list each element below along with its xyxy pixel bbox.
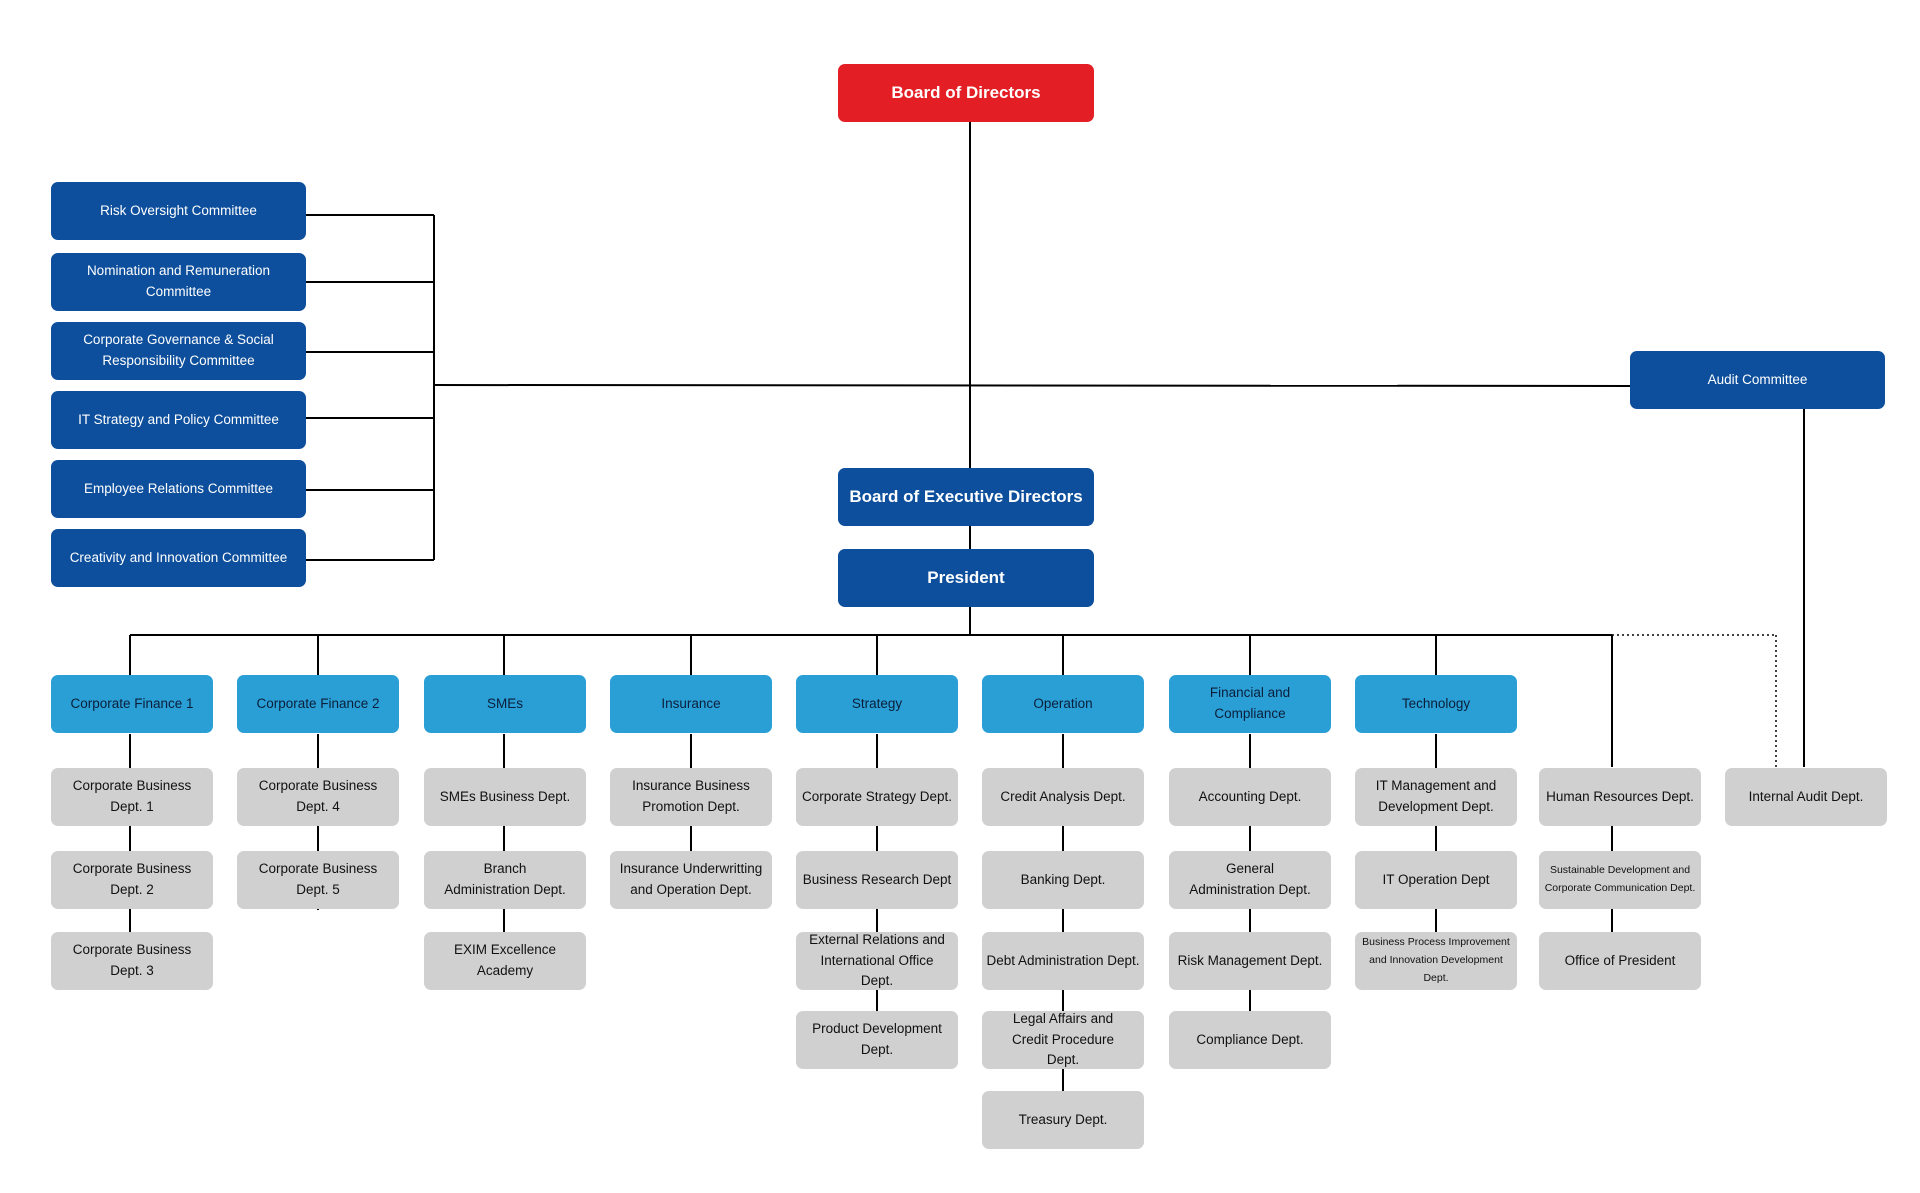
- division-operation: Operation: [982, 675, 1144, 733]
- dept-label: Corporate Business Dept. 4: [258, 778, 378, 814]
- dept-corporate-business-2: Corporate Business Dept. 2: [51, 851, 213, 909]
- division-label: Corporate Finance 1: [70, 695, 194, 711]
- dept-it-operation: IT Operation Dept: [1355, 851, 1517, 909]
- division-label: Corporate Finance 2: [256, 695, 380, 711]
- dept-accounting: Accounting Dept.: [1169, 768, 1331, 826]
- dept-human-resources: Human Resources Dept.: [1539, 768, 1701, 826]
- division-strategy: Strategy: [796, 675, 958, 733]
- committee-label: IT Strategy and Policy Committee: [78, 411, 279, 427]
- committee-risk-oversight: Risk Oversight Committee: [51, 182, 306, 240]
- dept-label: Debt Administration Dept.: [986, 952, 1140, 968]
- division-label: Insurance: [661, 695, 721, 711]
- committee-label: Risk Oversight Committee: [100, 202, 257, 218]
- committee-label: Corporate Governance & Social Responsibi…: [83, 332, 274, 368]
- division-technology: Technology: [1355, 675, 1517, 733]
- division-corporate-finance-1: Corporate Finance 1: [51, 675, 213, 733]
- committee-creativity-innovation: Creativity and Innovation Committee: [51, 529, 306, 587]
- committee-label: Nomination and Remuneration Committee: [86, 263, 271, 299]
- dept-label: Corporate Business Dept. 3: [72, 942, 192, 978]
- dept-business-process-improvement: Business Process Improvement and Innovat…: [1355, 932, 1517, 990]
- division-label: SMEs: [486, 695, 523, 711]
- dept-corporate-business-3: Corporate Business Dept. 3: [51, 932, 213, 990]
- division-smes: SMEs: [424, 675, 586, 733]
- executive-board-label: Board of Executive Directors: [849, 486, 1083, 506]
- dept-branch-administration: Branch Administration Dept.: [424, 851, 586, 909]
- committee-label: Employee Relations Committee: [83, 480, 274, 496]
- committee-corporate-governance: Corporate Governance & Social Responsibi…: [51, 322, 306, 380]
- dept-insurance-business-promotion: Insurance Business Promotion Dept.: [610, 768, 772, 826]
- dept-general-administration: General Administration Dept.: [1169, 851, 1331, 909]
- dept-label: Treasury Dept.: [1018, 1111, 1108, 1127]
- dept-corporate-business-1: Corporate Business Dept. 1: [51, 768, 213, 826]
- dept-office-of-president: Office of President: [1539, 932, 1701, 990]
- dept-label: Corporate Business Dept. 5: [258, 861, 378, 897]
- president-box: President: [838, 549, 1094, 607]
- dept-corporate-business-5: Corporate Business Dept. 5: [237, 851, 399, 909]
- board-of-directors-label: Board of Directors: [891, 82, 1041, 102]
- committee-nomination-remuneration: Nomination and Remuneration Committee: [51, 253, 306, 311]
- dept-it-management-development: IT Management and Development Dept.: [1355, 768, 1517, 826]
- dept-label: SMEs Business Dept.: [439, 788, 571, 804]
- dept-legal-affairs: Legal Affairs and Credit Procedure Dept.: [982, 1011, 1144, 1069]
- audit-committee-label: Audit Committee: [1707, 371, 1808, 387]
- dept-exim-excellence-academy: EXIM Excellence Academy: [424, 932, 586, 990]
- dept-compliance: Compliance Dept.: [1169, 1011, 1331, 1069]
- dept-risk-management: Risk Management Dept.: [1169, 932, 1331, 990]
- executive-board-box: Board of Executive Directors: [838, 468, 1094, 526]
- dept-label: Credit Analysis Dept.: [1000, 788, 1126, 804]
- dept-label: Business Research Dept: [802, 871, 952, 887]
- division-label: Technology: [1401, 695, 1471, 711]
- dept-business-research: Business Research Dept: [796, 851, 958, 909]
- dept-label: Insurance Business Promotion Dept.: [632, 778, 750, 814]
- dept-treasury: Treasury Dept.: [982, 1091, 1144, 1149]
- dept-label: IT Operation Dept: [1382, 871, 1490, 887]
- division-label: Financial and Compliance: [1209, 685, 1291, 721]
- dept-label: Branch Administration Dept.: [444, 861, 566, 897]
- dept-product-development: Product Development Dept.: [796, 1011, 958, 1069]
- dept-label: Corporate Business Dept. 2: [72, 861, 192, 897]
- dept-label: Business Process Improvement and Innovat…: [1362, 936, 1510, 984]
- division-corporate-finance-2: Corporate Finance 2: [237, 675, 399, 733]
- dept-smes-business: SMEs Business Dept.: [424, 768, 586, 826]
- dept-label: EXIM Excellence Academy: [453, 942, 557, 978]
- board-of-directors-box: Board of Directors: [838, 64, 1094, 122]
- division-insurance: Insurance: [610, 675, 772, 733]
- dept-credit-analysis: Credit Analysis Dept.: [982, 768, 1144, 826]
- dept-label: Corporate Strategy Dept.: [801, 788, 953, 804]
- dept-label: Office of President: [1564, 952, 1676, 968]
- audit-committee-box: Audit Committee: [1630, 351, 1885, 409]
- dept-label: Product Development Dept.: [812, 1021, 942, 1057]
- dept-label: IT Management and Development Dept.: [1375, 778, 1497, 814]
- dept-label: Insurance Underwritting and Operation De…: [619, 861, 763, 897]
- president-label: President: [927, 567, 1005, 587]
- division-label: Operation: [1033, 695, 1093, 711]
- dept-label: Sustainable Development and Corporate Co…: [1544, 864, 1696, 894]
- dept-label: Compliance Dept.: [1196, 1031, 1304, 1047]
- dept-corporate-business-4: Corporate Business Dept. 4: [237, 768, 399, 826]
- dept-external-relations: External Relations and International Off…: [796, 932, 958, 990]
- dept-debt-administration: Debt Administration Dept.: [982, 932, 1144, 990]
- dept-label: Internal Audit Dept.: [1748, 788, 1864, 804]
- dept-label: Corporate Business Dept. 1: [72, 778, 192, 814]
- dept-insurance-underwriting-operation: Insurance Underwritting and Operation De…: [610, 851, 772, 909]
- dept-label: Legal Affairs and Credit Procedure Dept.: [1011, 1011, 1115, 1068]
- dept-label: Accounting Dept.: [1198, 788, 1302, 804]
- committee-it-strategy: IT Strategy and Policy Committee: [51, 391, 306, 449]
- dept-banking: Banking Dept.: [982, 851, 1144, 909]
- dept-label: External Relations and International Off…: [809, 932, 945, 989]
- dept-internal-audit: Internal Audit Dept.: [1725, 768, 1887, 826]
- dept-corporate-strategy: Corporate Strategy Dept.: [796, 768, 958, 826]
- committee-employee-relations: Employee Relations Committee: [51, 460, 306, 518]
- dept-sustainable-development: Sustainable Development and Corporate Co…: [1539, 851, 1701, 909]
- dept-label: Human Resources Dept.: [1546, 788, 1694, 804]
- dept-label: General Administration Dept.: [1189, 861, 1311, 897]
- dept-label: Risk Management Dept.: [1177, 952, 1323, 968]
- division-financial-compliance: Financial and Compliance: [1169, 675, 1331, 733]
- dept-label: Banking Dept.: [1020, 871, 1106, 887]
- division-label: Strategy: [851, 695, 903, 711]
- committee-label: Creativity and Innovation Committee: [69, 549, 288, 565]
